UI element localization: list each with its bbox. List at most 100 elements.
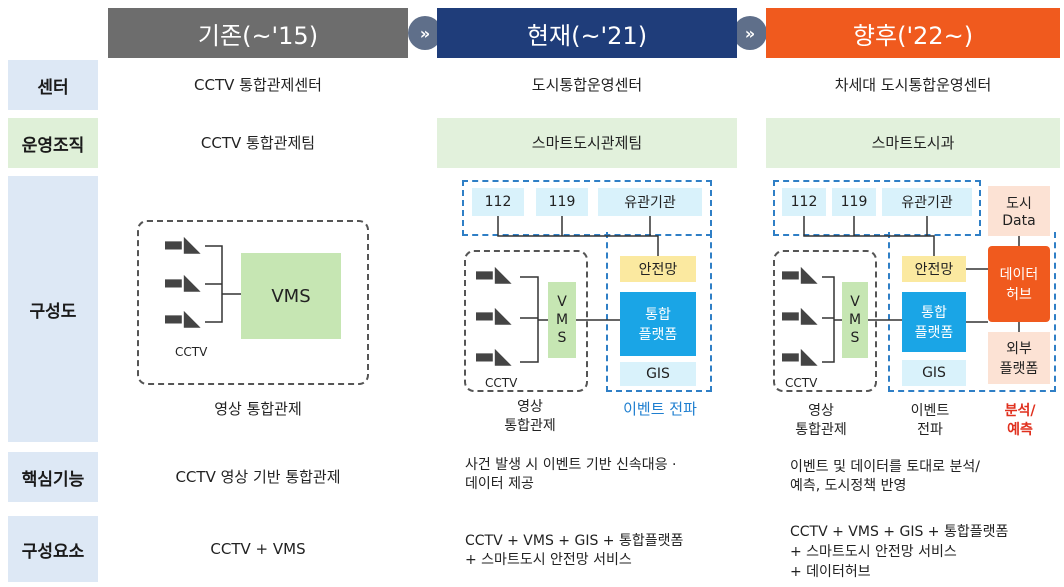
caption-line: 통합관제 [795,422,847,438]
platform-label: 통합 [645,307,671,323]
external-line: 외부 [1006,341,1032,357]
city-data-line: Data [1002,213,1036,229]
col3-cctv-label: CCTV [785,376,818,390]
col3-vms-box: V M S [842,282,868,358]
hub-line: 허브 [1006,287,1032,303]
col2-platform-box: 통합 플랫폼 [620,292,696,356]
camera-icon: ▬◣ [780,303,818,328]
col2-cctv-label: CCTV [485,376,518,390]
elements-line: CCTV + VMS + GIS + 통합플랫폼 [790,524,1009,540]
col3-box-112: 112 [782,188,826,216]
core-line: 이벤트 및 데이터를 토대로 분석/ [790,459,980,475]
col2-core: 사건 발생 시 이벤트 기반 신속대응 · 데이터 제공 [465,456,735,494]
core-line: 예측, 도시정책 반영 [790,478,907,494]
header-present-label: 현재(~'21) [526,21,648,50]
row-label-center: 센터 [8,60,98,110]
col3-cctv-group [773,250,877,392]
col1-org: CCTV 통합관제팀 [200,134,316,152]
col1-elements: CCTV + VMS [210,540,306,558]
col3-gis-box: GIS [902,360,966,386]
row-label-elements: 구성요소 [8,516,98,582]
camera-icon: ▬◣ [163,232,201,257]
col2-elements: CCTV + VMS + GIS + 통합플랫폼 + 스마트도시 안전망 서비스 [465,532,735,570]
vms-letter: V [557,294,567,310]
col2-box-119: 119 [536,188,588,216]
col3-event-label: 이벤트 전파 [895,402,965,440]
col3-platform-box: 통합 플랫폼 [902,292,966,352]
caption-line: 영상 [517,399,543,415]
col3-box-agency: 유관기관 [882,188,972,216]
col2-agency-group [462,180,712,236]
external-line: 플랫폼 [999,361,1039,377]
platform-label: 플랫폼 [638,327,678,343]
col1-center: CCTV 통합관제센터 [194,76,322,94]
header-future-label: 향후('22~) [852,21,974,50]
analysis-line: 분석/ [1004,403,1036,419]
camera-icon: ▬◣ [474,344,512,369]
col3-box-119: 119 [832,188,876,216]
col3-org: 스마트도시과 [766,118,1060,168]
platform-label: 플랫폼 [914,325,954,341]
elements-line: + 데이터허브 [790,564,871,580]
col2-platform-group [606,232,712,392]
row-label-org: 운영조직 [8,118,98,168]
col2-box-112: 112 [472,188,524,216]
col3-city-data-box: 도시 Data [988,186,1050,236]
col2-org: 스마트도시관제팀 [437,118,737,168]
col2-gis-box: GIS [620,362,696,386]
col3-safety-box: 안전망 [902,256,966,282]
caption-line: 통합관제 [504,418,556,434]
platform-label: 통합 [921,305,947,321]
vms-letter: S [850,330,860,346]
col3-external-box: 외부 플랫폼 [988,332,1050,384]
caption-line: 영상 [808,403,834,419]
vms-letter: M [848,312,862,328]
city-data-line: 도시 [1006,196,1032,212]
elements-line: + 스마트도시 안전망 서비스 [465,552,632,568]
col2-cctv-group [464,250,588,392]
analysis-line: 예측 [1007,422,1033,438]
col1-caption: 영상 통합관제 [214,400,302,418]
col1-cctv-label: CCTV [175,345,208,359]
vms-letter: S [557,330,567,346]
event-line: 이벤트 [910,403,950,419]
chevron-right-icon: » [408,16,442,50]
col2-vms-box: V M S [548,282,576,358]
vms-letter: M [555,312,569,328]
col3-caption: 영상 통합관제 [786,402,856,440]
header-present: 현재(~'21) [437,8,737,58]
core-line: 사건 발생 시 이벤트 기반 신속대응 · [465,457,677,473]
camera-icon: ▬◣ [780,262,818,287]
vms-letter: V [850,294,860,310]
core-line: 데이터 제공 [465,476,534,492]
col3-hub-box: 데이터 허브 [988,246,1050,322]
camera-icon: ▬◣ [474,262,512,287]
col2-safety-box: 안전망 [620,256,696,282]
camera-icon: ▬◣ [163,306,201,331]
col3-elements: CCTV + VMS + GIS + 통합플랫폼 + 스마트도시 안전망 서비스… [790,522,1055,582]
col3-center: 차세대 도시통합운영센터 [834,76,992,94]
camera-icon: ▬◣ [780,344,818,369]
header-past-label: 기존(~'15) [197,21,319,50]
col2-center: 도시통합운영센터 [531,76,643,94]
hub-line: 데이터 [999,267,1039,283]
row-label-core: 핵심기능 [8,452,98,502]
elements-line: + 스마트도시 안전망 서비스 [790,544,957,560]
col1-core: CCTV 영상 기반 통합관제 [175,468,341,486]
col3-platform-group [888,232,1056,392]
camera-icon: ▬◣ [163,270,201,295]
row-label-composition: 구성도 [8,176,98,442]
chevron-right-icon: » [733,16,767,50]
header-past: 기존(~'15) [108,8,408,58]
col2-event-label: 이벤트 전파 [623,400,697,418]
col3-analysis-label: 분석/ 예측 [990,402,1050,440]
camera-icon: ▬◣ [474,303,512,328]
elements-line: CCTV + VMS + GIS + 통합플랫폼 [465,533,684,549]
col1-cctv-group [137,220,369,385]
header-future: 향후('22~) [766,8,1060,58]
event-line: 전파 [917,422,943,438]
col1-vms-box: VMS [241,253,341,339]
col2-box-agency: 유관기관 [598,188,702,216]
col3-agency-group [773,180,981,236]
